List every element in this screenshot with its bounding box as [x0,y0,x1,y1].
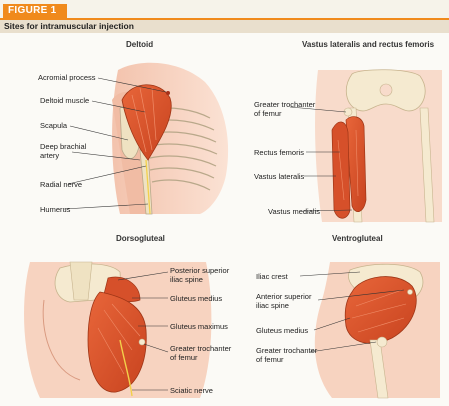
label-asis-2: iliac spine [256,301,289,310]
label-dorso-trochanter-2: of femur [170,353,198,362]
label-ventro-trochanter-2: of femur [256,355,284,364]
label-greater-trochanter-2: of femur [254,109,282,118]
label-vastus-medialis: Vastus medialis [268,207,320,216]
label-dorso-gluteus-medius: Gluteus medius [170,294,222,303]
vastus-title: Vastus lateralis and rectus femoris [302,40,434,49]
label-gluteus-maximus: Gluteus maximus [170,322,228,331]
deltoid-title: Deltoid [126,40,153,49]
label-dorso-trochanter-1: Greater trochanter [170,344,231,353]
label-psis-2: iliac spine [170,275,203,284]
label-sciatic-nerve: Sciatic nerve [170,386,213,395]
label-deep-brachial-2: artery [40,151,59,160]
label-acromial-process: Acromial process [38,73,96,82]
label-scapula: Scapula [40,121,67,130]
vastus-illustration [290,70,442,222]
label-deltoid-muscle: Deltoid muscle [40,96,89,105]
label-iliac-crest: Iliac crest [256,272,288,281]
deltoid-illustration [64,63,228,214]
dorsogluteal-title: Dorsogluteal [116,234,165,243]
asis-point [408,290,413,295]
ventrogluteal-title: Ventrogluteal [332,234,383,243]
label-ventro-gluteus-medius: Gluteus medius [256,326,308,335]
sacrum-bone [70,262,92,300]
label-psis-1: Posterior superior [170,266,229,275]
label-radial-nerve: Radial nerve [40,180,82,189]
acromial-point [166,91,170,95]
ventro-trochanter-point [377,337,387,347]
label-deep-brachial-1: Deep brachial [40,142,86,151]
label-ventro-trochanter-1: Greater trochanter [256,346,317,355]
label-humerus: Humerus [40,205,70,214]
label-greater-trochanter-1: Greater trochanter [254,100,315,109]
label-rectus-femoris: Rectus femoris [254,148,304,157]
ventrogluteal-illustration [300,262,440,398]
label-asis-1: Anterior superior [256,292,311,301]
label-vastus-lateralis: Vastus lateralis [254,172,304,181]
